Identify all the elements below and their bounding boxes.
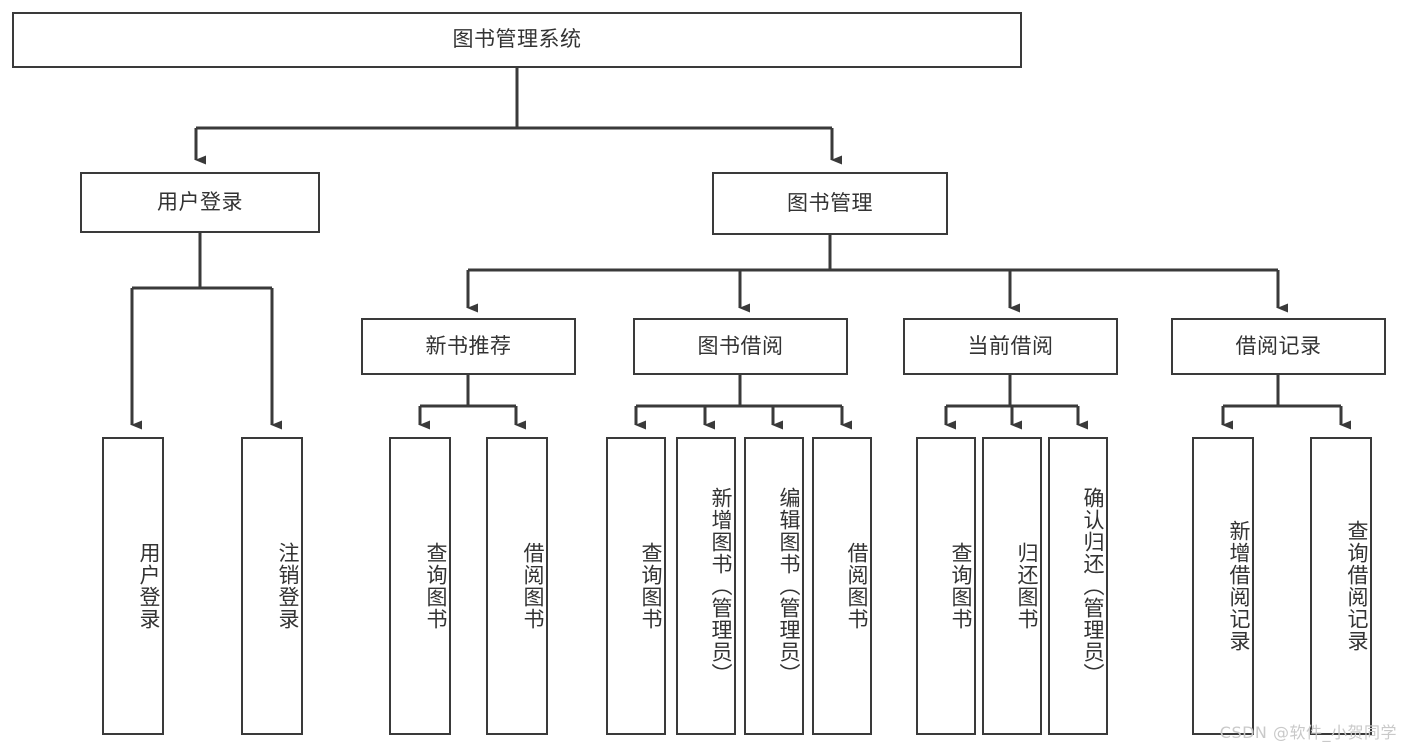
node-book-manage-label: 图书管理: [787, 190, 873, 215]
node-leaf-user-login-label: 用户登录: [137, 542, 161, 630]
node-current-borrow-label: 当前借阅: [967, 333, 1054, 358]
node-new-book-rec[interactable]: 新书推荐: [361, 318, 576, 375]
node-book-borrow[interactable]: 图书借阅: [633, 318, 848, 375]
node-leaf-query-book-1-label: 查询图书: [424, 542, 448, 630]
node-leaf-logout[interactable]: 注销登录: [241, 437, 303, 735]
node-leaf-borrow-book-2-label: 借阅图书: [845, 542, 869, 630]
node-leaf-borrow-book-2[interactable]: 借阅图书: [812, 437, 872, 735]
node-new-book-rec-label: 新书推荐: [425, 333, 512, 358]
node-user-login[interactable]: 用户登录: [80, 172, 320, 233]
node-leaf-query-record[interactable]: 查询借阅记录: [1310, 437, 1372, 735]
node-leaf-borrow-book-1[interactable]: 借阅图书: [486, 437, 548, 735]
node-book-borrow-label: 图书借阅: [697, 333, 784, 358]
node-current-borrow[interactable]: 当前借阅: [903, 318, 1118, 375]
node-book-manage[interactable]: 图书管理: [712, 172, 948, 235]
node-leaf-logout-label: 注销登录: [276, 542, 300, 630]
node-root-label: 图书管理系统: [452, 27, 582, 52]
node-leaf-query-book-1[interactable]: 查询图书: [389, 437, 451, 735]
node-leaf-edit-book-label: 编辑图书（管理员）: [777, 487, 801, 685]
node-leaf-query-record-label: 查询借阅记录: [1345, 520, 1369, 652]
node-leaf-return-book[interactable]: 归还图书: [982, 437, 1042, 735]
node-leaf-user-login[interactable]: 用户登录: [102, 437, 164, 735]
node-borrow-record[interactable]: 借阅记录: [1171, 318, 1386, 375]
node-leaf-add-record-label: 新增借阅记录: [1227, 520, 1251, 652]
node-leaf-confirm-return-label: 确认归还（管理员）: [1081, 487, 1105, 685]
node-leaf-query-book-3[interactable]: 查询图书: [916, 437, 976, 735]
csdn-watermark: CSDN @软件_小贺同学: [1219, 723, 1397, 742]
node-leaf-return-book-label: 归还图书: [1015, 542, 1039, 630]
node-leaf-query-book-2-label: 查询图书: [639, 542, 663, 630]
node-root[interactable]: 图书管理系统: [12, 12, 1022, 68]
node-borrow-record-label: 借阅记录: [1235, 333, 1322, 358]
node-leaf-query-book-3-label: 查询图书: [949, 542, 973, 630]
node-leaf-borrow-book-1-label: 借阅图书: [521, 542, 545, 630]
node-leaf-add-book-label: 新增图书（管理员）: [709, 487, 733, 685]
node-leaf-confirm-return[interactable]: 确认归还（管理员）: [1048, 437, 1108, 735]
node-user-login-label: 用户登录: [157, 189, 243, 214]
node-leaf-query-book-2[interactable]: 查询图书: [606, 437, 666, 735]
node-leaf-add-record[interactable]: 新增借阅记录: [1192, 437, 1254, 735]
node-leaf-add-book[interactable]: 新增图书（管理员）: [676, 437, 736, 735]
node-leaf-edit-book[interactable]: 编辑图书（管理员）: [744, 437, 804, 735]
